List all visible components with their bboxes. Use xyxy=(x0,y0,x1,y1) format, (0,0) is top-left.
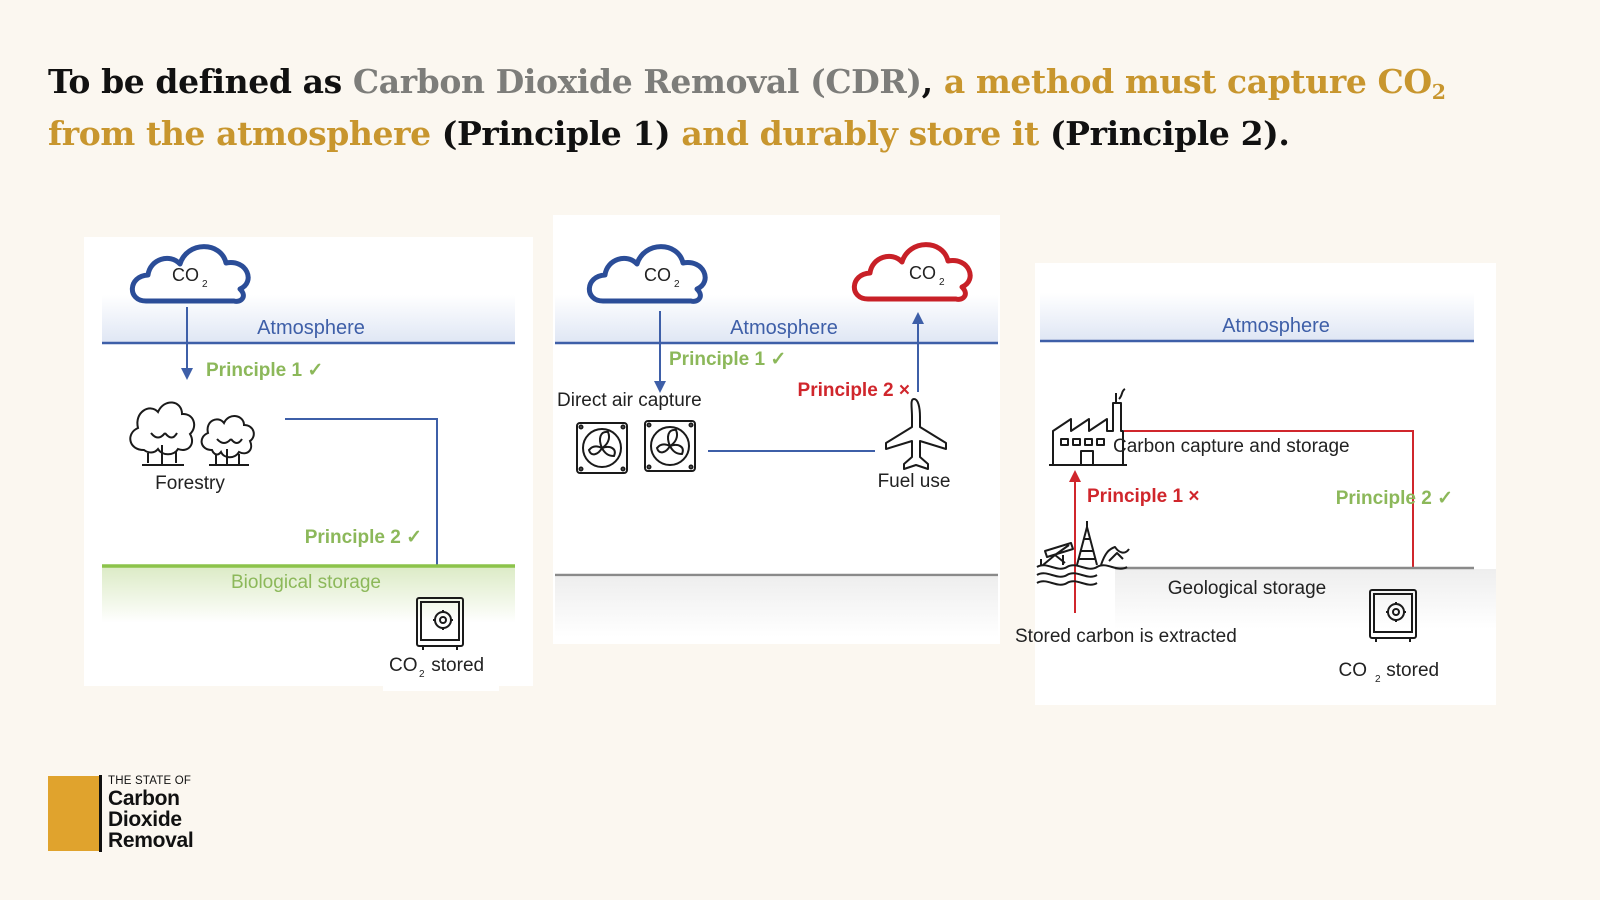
headline-part: , xyxy=(921,62,944,101)
trees-icon xyxy=(129,401,255,466)
co2-subscript: 2 xyxy=(674,279,680,290)
headline-principle2-text: and durably store it xyxy=(681,114,1039,153)
forestry-panel: Atmosphere CO 2 Principle 1 ✓ Forestry P… xyxy=(84,237,533,691)
dac-panel: Atmosphere CO 2 CO 2 Principle 1 ✓ Princ… xyxy=(553,215,1000,644)
principle1-label: Principle 1 × xyxy=(1087,486,1199,507)
co2-stored-subscript: 2 xyxy=(1375,674,1381,685)
factory-icon xyxy=(1049,388,1127,466)
logo-kicker: THE STATE OF xyxy=(108,775,192,787)
ground-band xyxy=(555,577,998,637)
report-logo: THE STATE OF Carbon Dioxide Removal xyxy=(48,775,218,855)
principle1-label: Principle 1 ✓ xyxy=(206,360,323,381)
headline-part: (Principle 2). xyxy=(1038,114,1290,153)
headline-cdr: Carbon Dioxide Removal (CDR) xyxy=(352,62,922,101)
storage-arrow xyxy=(285,418,443,587)
fan-icon xyxy=(576,422,628,474)
cloud-icon xyxy=(586,244,708,304)
atmosphere-label: Atmosphere xyxy=(257,317,365,339)
co2-subscript: 2 xyxy=(202,279,208,290)
principle2-label: Principle 2 ✓ xyxy=(305,527,422,548)
ccs-panel: Atmosphere Carbon capture and storage Pr… xyxy=(1015,263,1496,705)
safe-icon xyxy=(416,597,464,650)
fuel-use-label: Fuel use xyxy=(878,471,951,492)
co2-stored-subscript: 2 xyxy=(419,669,425,680)
logo-square xyxy=(48,776,99,851)
atmosphere-band xyxy=(1040,293,1474,341)
co2-label: CO xyxy=(644,265,671,285)
atmosphere-label: Atmosphere xyxy=(730,317,838,339)
dac-diagram: Atmosphere CO 2 CO 2 Principle 1 ✓ Princ… xyxy=(555,242,998,637)
headline-part: from the atmosphere xyxy=(48,114,431,153)
ccs-diagram: Atmosphere Carbon capture and storage Pr… xyxy=(1015,293,1496,685)
headline-principle1-text: a method must capture CO2 from the atmos… xyxy=(48,62,1446,153)
storage-arrow xyxy=(1124,430,1419,592)
principle2-label: Principle 2 × xyxy=(798,380,910,401)
co2-stored-suffix: stored xyxy=(1381,660,1439,681)
atmosphere-label: Atmosphere xyxy=(1222,315,1330,337)
co2-label: CO xyxy=(172,265,199,285)
logo-line: Dioxide xyxy=(108,808,182,831)
cloud-icon xyxy=(129,244,251,304)
geological-storage-label: Geological storage xyxy=(1168,578,1326,599)
co2-stored-suffix: stored xyxy=(426,655,484,676)
dac-label: Direct air capture xyxy=(557,390,702,411)
forestry-label: Forestry xyxy=(155,473,225,494)
ground-band xyxy=(1115,569,1496,629)
extracted-label: Stored carbon is extracted xyxy=(1015,626,1237,647)
biological-storage-label: Biological storage xyxy=(231,572,381,593)
forestry-diagram: Atmosphere CO 2 Principle 1 ✓ Forestry P… xyxy=(102,244,515,691)
logo-rule xyxy=(99,775,102,852)
principle2-label: Principle 2 ✓ xyxy=(1336,488,1453,509)
headline-part: (Principle 1) xyxy=(430,114,682,153)
headline-part: a method must capture CO xyxy=(943,62,1432,101)
fan-icon xyxy=(644,420,696,472)
cloud-icon-red xyxy=(851,242,973,302)
safe-icon xyxy=(1369,589,1417,642)
headline-subscript: 2 xyxy=(1431,79,1446,104)
headline-part: To be defined as xyxy=(48,62,353,101)
ccs-label: Carbon capture and storage xyxy=(1113,436,1350,457)
oil-rig-icon xyxy=(1036,521,1130,586)
co2-label: CO xyxy=(909,263,936,283)
logo-line: Carbon xyxy=(108,787,180,810)
page-title: To be defined as Carbon Dioxide Removal … xyxy=(48,58,1508,158)
principle1-label: Principle 1 ✓ xyxy=(669,349,786,370)
co2-subscript: 2 xyxy=(939,277,945,288)
logo-line: Removal xyxy=(108,829,194,852)
airplane-icon xyxy=(885,398,947,470)
co2-stored-label: CO xyxy=(1339,660,1368,681)
co2-stored-label: CO xyxy=(389,655,418,676)
